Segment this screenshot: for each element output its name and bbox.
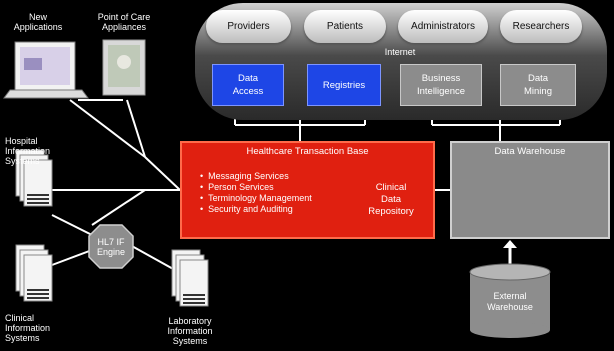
htb-title: Healthcare Transaction Base <box>246 146 369 157</box>
clinical-systems-label: Clinical Information Systems <box>5 313 51 343</box>
data-warehouse: Data Warehouse <box>450 141 610 239</box>
user-providers: Providers <box>206 10 291 43</box>
htb-service-item: Person Services <box>200 182 312 193</box>
data-warehouse-title: Data Warehouse <box>494 146 566 157</box>
new-applications-label: New Applications <box>13 12 63 32</box>
service-business-intelligence: Business Intelligence <box>400 64 482 106</box>
internet-label: Internet <box>384 47 416 57</box>
external-warehouse-label: External Warehouse <box>487 291 533 312</box>
htb-service-list: Messaging Services Person Services Termi… <box>200 171 312 215</box>
service-registries: Registries <box>307 64 381 106</box>
user-administrators: Administrators <box>398 10 488 43</box>
point-of-care-label: Point of Care Appliances <box>97 12 151 32</box>
user-researchers: Researchers <box>500 10 582 43</box>
healthcare-transaction-base: Healthcare Transaction Base Messaging Se… <box>180 141 435 239</box>
service-data-access: Data Access <box>212 64 284 106</box>
htb-service-item: Messaging Services <box>200 171 312 182</box>
hospital-systems-label: Hospital Information Systems <box>5 136 51 166</box>
laboratory-systems-label: Laboratory Information Systems <box>167 316 213 346</box>
htb-service-item: Security and Auditing <box>200 204 312 215</box>
htb-service-item: Terminology Management <box>200 193 312 204</box>
hl7-engine-label: HL7 IF Engine <box>96 237 126 257</box>
clinical-data-repository-label: Clinical Data Repository <box>368 182 414 217</box>
user-patients: Patients <box>304 10 386 43</box>
service-data-mining: Data Mining <box>500 64 576 106</box>
